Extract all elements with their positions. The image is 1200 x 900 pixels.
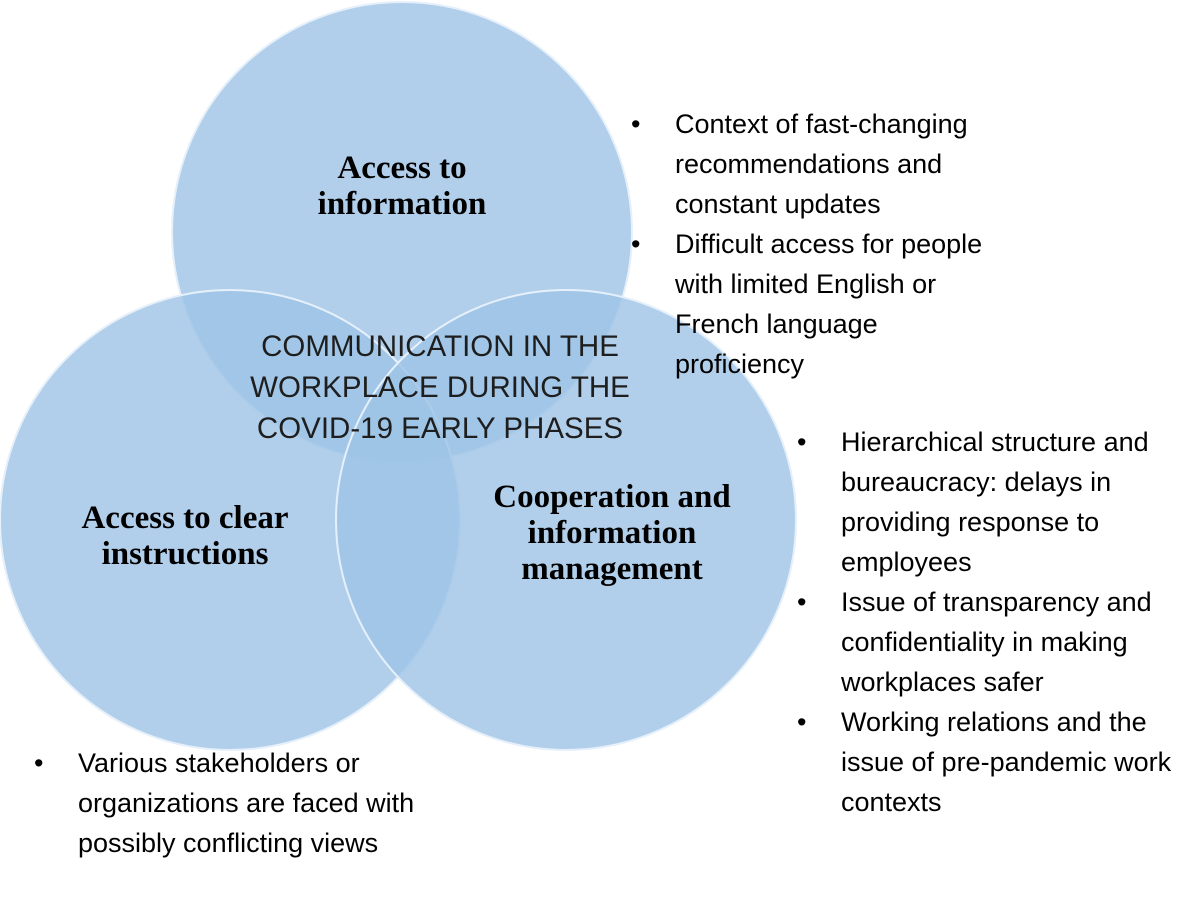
circle-left-title: Access to clear instructions bbox=[81, 500, 289, 572]
note-right-item: Hierarchical structure and bureaucracy: … bbox=[797, 422, 1197, 582]
circle-right-title: Cooperation and information management bbox=[493, 479, 731, 587]
note-right-item: Issue of transparency and confidentialit… bbox=[797, 582, 1197, 702]
note-left-item: Various stakeholders or organizations ar… bbox=[34, 743, 424, 863]
notes-top: Context of fast-changing recommendations… bbox=[631, 104, 991, 384]
note-top-item: Difficult access for people with limited… bbox=[631, 224, 991, 384]
note-right-item: Working relations and the issue of pre-p… bbox=[797, 702, 1197, 822]
circle-right bbox=[335, 289, 797, 751]
notes-left: Various stakeholders or organizations ar… bbox=[34, 743, 424, 863]
center-label: COMMUNICATION IN THE WORKPLACE DURING TH… bbox=[250, 330, 630, 445]
note-top-item: Context of fast-changing recommendations… bbox=[631, 104, 991, 224]
notes-right: Hierarchical structure and bureaucracy: … bbox=[797, 422, 1197, 822]
circle-top-title: Access to information bbox=[317, 150, 487, 222]
